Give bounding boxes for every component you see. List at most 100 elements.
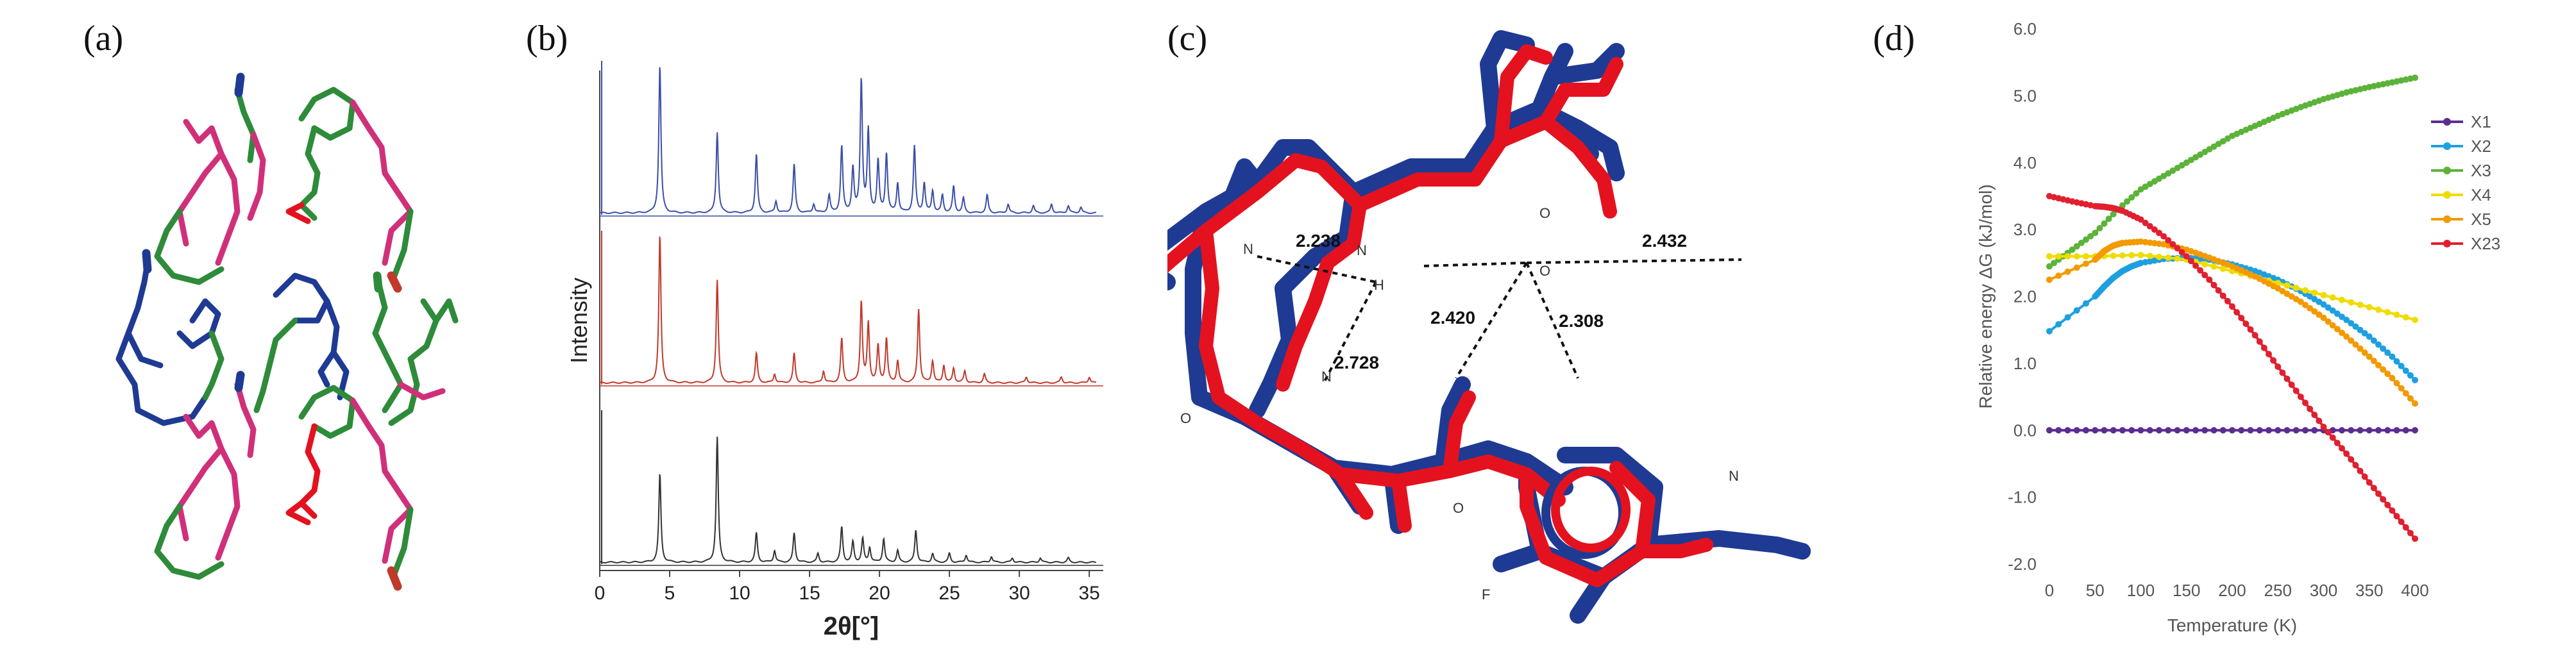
energy-point-X23 (2352, 462, 2359, 469)
energy-point-X23 (2316, 417, 2323, 424)
energy-point-X3 (2087, 233, 2094, 240)
energy-point-X2 (2325, 304, 2332, 311)
energy-point-X2 (2348, 320, 2355, 327)
energy-point-X5 (2297, 298, 2304, 305)
energy-point-X23 (2160, 233, 2167, 240)
energy-point-X1 (2156, 427, 2162, 434)
energy-point-X23 (2288, 381, 2295, 388)
energy-point-X1 (2219, 427, 2226, 434)
energy-point-X5 (2402, 390, 2409, 397)
energy-point-X4 (2055, 253, 2062, 260)
energy-point-X23 (2233, 309, 2241, 316)
energy-point-X23 (2307, 405, 2314, 412)
legend-label-X3: X3 (2471, 161, 2491, 180)
energy-point-X23 (2389, 507, 2396, 514)
energy-point-X23 (2156, 229, 2162, 237)
pxrd-trace-1 (599, 237, 1097, 385)
energy-point-X5 (2375, 362, 2382, 369)
distance-label-4: 2.308 (1559, 311, 1604, 331)
energy-point-X4 (2292, 285, 2300, 292)
legend-label-X1: X1 (2471, 112, 2491, 131)
energy-point-X1 (2201, 427, 2208, 434)
energy-point-X5 (2073, 264, 2080, 271)
pxrd-x-tick-label: 5 (665, 583, 675, 604)
energy-point-X1 (2375, 427, 2382, 434)
energy-y-tick-label: -2.0 (2008, 554, 2037, 574)
molecule-center (253, 272, 350, 413)
pxrd-x-tick-label: 30 (1008, 583, 1030, 604)
energy-line-X3 (2048, 76, 2416, 268)
energy-point-X5 (2325, 318, 2332, 325)
pxrd-x-tick-label: 25 (938, 583, 960, 604)
energy-point-X23 (2279, 369, 2286, 376)
energy-point-X2 (2339, 313, 2345, 321)
energy-point-X4 (2110, 253, 2117, 260)
energy-x-tick-label: 100 (2127, 581, 2155, 600)
energy-point-X5 (2320, 314, 2327, 321)
pxrd-x-tick-label: 10 (729, 583, 750, 604)
energy-point-X23 (2165, 237, 2172, 244)
molecular-overlay-figure: 2.238 2.432 2.420 2.308 2.728 N N H O O … (1167, 30, 1811, 624)
energy-point-X1 (2238, 427, 2245, 434)
energy-point-X4 (2302, 287, 2309, 294)
distance-label-5: 2.728 (1334, 353, 1379, 372)
energy-point-X1 (2165, 427, 2172, 434)
energy-point-X4 (2357, 301, 2364, 308)
atom-label-o3: O (1180, 410, 1191, 426)
energy-point-X2 (2329, 307, 2336, 314)
hbond-lines (1257, 255, 1742, 382)
energy-point-X3 (2101, 220, 2108, 227)
molecule-middle-right (372, 271, 459, 426)
energy-point-X23 (2242, 321, 2250, 328)
energy-point-X23 (2311, 412, 2318, 419)
energy-point-X3 (2073, 243, 2080, 250)
energy-point-X1 (2137, 427, 2144, 434)
pxrd-axes (599, 71, 1103, 571)
atom-labels: N N H O O N O O N F (1180, 205, 1739, 603)
legend-marker-X23 (2443, 240, 2451, 247)
energy-point-X23 (2206, 276, 2213, 283)
energy-y-tick-label: 6.0 (2013, 19, 2037, 38)
energy-point-X2 (2407, 372, 2414, 379)
energy-point-X1 (2183, 427, 2190, 434)
energy-point-X23 (2357, 467, 2364, 474)
energy-point-X5 (2329, 322, 2336, 329)
energy-point-X1 (2402, 427, 2409, 434)
energy-point-X2 (2398, 363, 2405, 370)
energy-point-X1 (2292, 427, 2300, 434)
energy-point-X5 (2370, 358, 2377, 365)
energy-point-X23 (2275, 363, 2282, 370)
energy-point-X2 (2055, 321, 2062, 328)
energy-y-tick-label: 2.0 (2013, 287, 2037, 306)
energy-x-tick-label: 200 (2218, 581, 2246, 600)
energy-point-X23 (2370, 485, 2377, 492)
energy-x-tick-label: 50 (2086, 581, 2105, 600)
energy-point-X23 (2325, 429, 2332, 436)
energy-point-X5 (2343, 333, 2350, 340)
energy-point-X1 (2384, 427, 2391, 434)
energy-point-X23 (2366, 479, 2373, 486)
energy-point-X2 (2343, 317, 2350, 324)
energy-point-X1 (2174, 427, 2181, 434)
energy-point-X1 (2064, 427, 2071, 434)
pxrd-y-axis-label: Intensity (566, 278, 592, 363)
energy-point-X1 (2092, 427, 2099, 434)
energy-point-X23 (2187, 258, 2194, 265)
energy-point-X4 (2339, 296, 2345, 303)
energy-point-X1 (2128, 427, 2135, 434)
pxrd-x-tick-label: 35 (1079, 583, 1100, 604)
energy-series (2046, 74, 2418, 542)
energy-point-X23 (2210, 281, 2217, 288)
energy-point-X23 (2348, 456, 2355, 463)
energy-point-X5 (2334, 326, 2341, 333)
panel-c: (c) (1167, 0, 1873, 666)
energy-point-X4 (2137, 251, 2144, 258)
energy-y-ticks: 6.05.04.03.02.01.00.0-1.0-2.0 (2008, 19, 2037, 574)
energy-point-X4 (2219, 265, 2226, 272)
energy-point-X3 (2119, 202, 2126, 209)
energy-point-X23 (2192, 262, 2199, 269)
legend-label-X5: X5 (2471, 210, 2491, 229)
energy-point-X23 (2334, 440, 2341, 447)
